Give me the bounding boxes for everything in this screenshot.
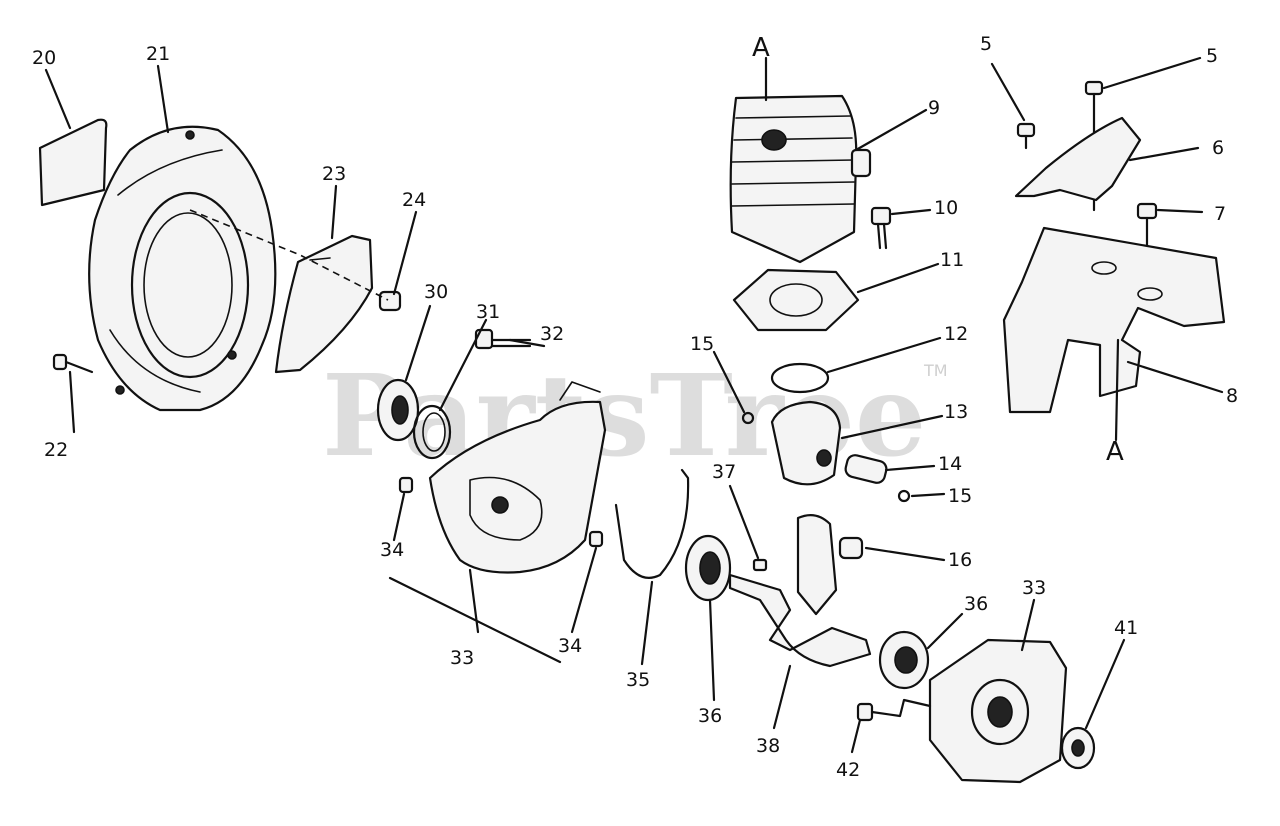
callout-34-right: 34: [558, 635, 582, 657]
part-31-retaining-ring[interactable]: [412, 404, 452, 460]
callout-13: 13: [944, 401, 968, 423]
watermark-tm: TM: [923, 361, 948, 380]
part-42-screw[interactable]: [856, 698, 932, 722]
part-38-crankshaft[interactable]: [728, 513, 872, 668]
callout-15-right: 15: [948, 485, 972, 507]
part-8-engine-cover[interactable]: [1002, 226, 1226, 414]
callout-5-left: 5: [980, 33, 992, 55]
part-20-decal[interactable]: [38, 118, 108, 207]
callout-5-right: 5: [1206, 45, 1218, 67]
part-10-bolt[interactable]: [870, 206, 892, 250]
part-15-clip-right[interactable]: [897, 489, 911, 503]
callout-10: 10: [934, 197, 958, 219]
callout-20: 20: [32, 47, 56, 69]
part-15-clip-left[interactable]: [741, 411, 755, 425]
part-33-crankcase-half-right[interactable]: [928, 638, 1068, 784]
part-41-oil-seal[interactable]: [1060, 726, 1096, 770]
callout-35: 35: [626, 669, 650, 691]
part-34-dowel-pin-left[interactable]: [398, 476, 414, 494]
callout-36-left: 36: [698, 705, 722, 727]
callout-42: 42: [836, 759, 860, 781]
callout-41: 41: [1114, 617, 1138, 639]
part-6-upper-cover[interactable]: [1014, 116, 1142, 202]
callout-33-left: 33: [450, 647, 474, 669]
leader-lines: [44, 56, 1224, 754]
part-32-bolt[interactable]: [474, 328, 532, 350]
callout-A-top: A: [752, 33, 770, 63]
part-9-cylinder[interactable]: [729, 94, 872, 264]
callout-31: 31: [476, 301, 500, 323]
part-22-screw[interactable]: [52, 353, 94, 374]
part-13-piston[interactable]: [770, 400, 842, 486]
callout-16: 16: [948, 549, 972, 571]
callout-22: 22: [44, 439, 68, 461]
callout-30: 30: [424, 281, 448, 303]
part-30-oil-seal[interactable]: [376, 378, 420, 442]
callout-11: 11: [940, 249, 964, 271]
part-34-dowel-pin-right[interactable]: [588, 530, 604, 548]
part-12-piston-ring[interactable]: [770, 362, 830, 394]
callout-12: 12: [944, 323, 968, 345]
part-21-fan-housing[interactable]: [88, 125, 277, 412]
part-35-gasket[interactable]: [614, 468, 690, 579]
callout-33-right: 33: [1022, 577, 1046, 599]
callout-23: 23: [322, 163, 346, 185]
part-24-grommet[interactable]: [378, 290, 402, 312]
callout-36-right: 36: [964, 593, 988, 615]
part-11-gasket[interactable]: [732, 268, 860, 332]
callout-A-bottom: A: [1106, 437, 1124, 467]
callout-14: 14: [938, 453, 962, 475]
callout-6: 6: [1212, 137, 1224, 159]
part-37-key[interactable]: [752, 558, 768, 572]
callout-7: 7: [1214, 203, 1226, 225]
callout-15-left: 15: [690, 333, 714, 355]
callout-24: 24: [402, 189, 426, 211]
part-36-bearing-left[interactable]: [684, 534, 732, 602]
callout-37: 37: [712, 461, 736, 483]
part-23-baffle[interactable]: [274, 234, 374, 374]
callout-9: 9: [928, 97, 940, 119]
callout-8: 8: [1226, 385, 1238, 407]
part-33-crankcase-half[interactable]: [428, 381, 607, 574]
part-14-piston-pin[interactable]: [844, 453, 888, 484]
callout-34-left: 34: [380, 539, 404, 561]
callout-38: 38: [756, 735, 780, 757]
callout-21: 21: [146, 43, 170, 65]
part-5-screw-left[interactable]: [1016, 122, 1036, 150]
part-36-bearing-right[interactable]: [878, 630, 930, 690]
part-16-needle-bearing[interactable]: [838, 536, 864, 560]
callout-32: 32: [540, 323, 564, 345]
